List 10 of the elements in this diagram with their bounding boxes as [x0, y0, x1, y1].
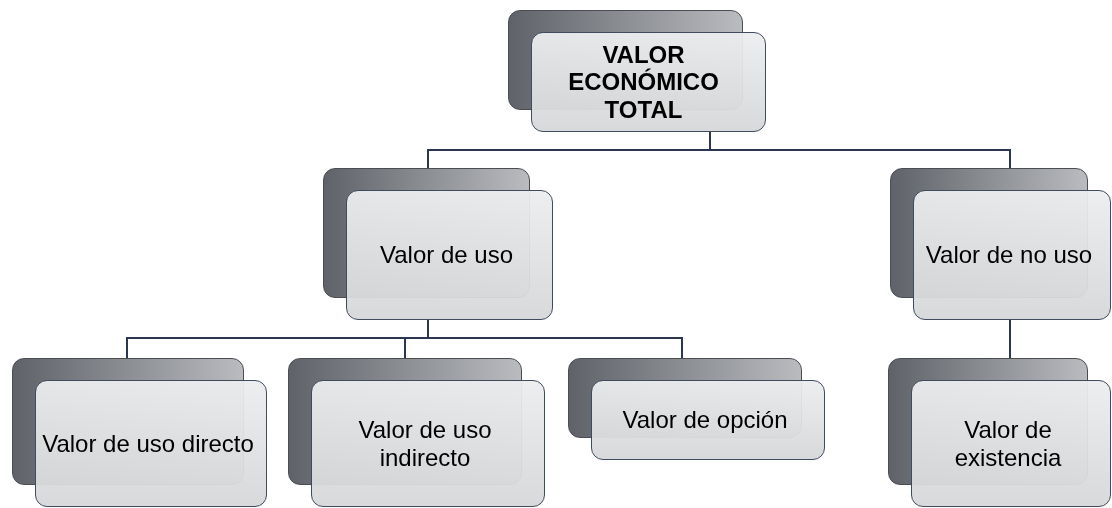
- stacked-card: Valor de uso indirecto: [288, 358, 545, 507]
- stacked-card: Valor de opción: [568, 358, 825, 460]
- stacked-card: Valor de uso directo: [12, 358, 267, 507]
- stacked-card: Valor de uso: [323, 168, 553, 320]
- stacked-card: VALOR ECONÓMICO TOTAL: [508, 10, 766, 132]
- connector-line: [709, 131, 1011, 169]
- connector-line: [427, 319, 683, 359]
- stacked-card: Valor de existencia: [888, 358, 1111, 507]
- connector-line: [1009, 319, 1011, 359]
- stacked-card: Valor de no uso: [890, 168, 1111, 320]
